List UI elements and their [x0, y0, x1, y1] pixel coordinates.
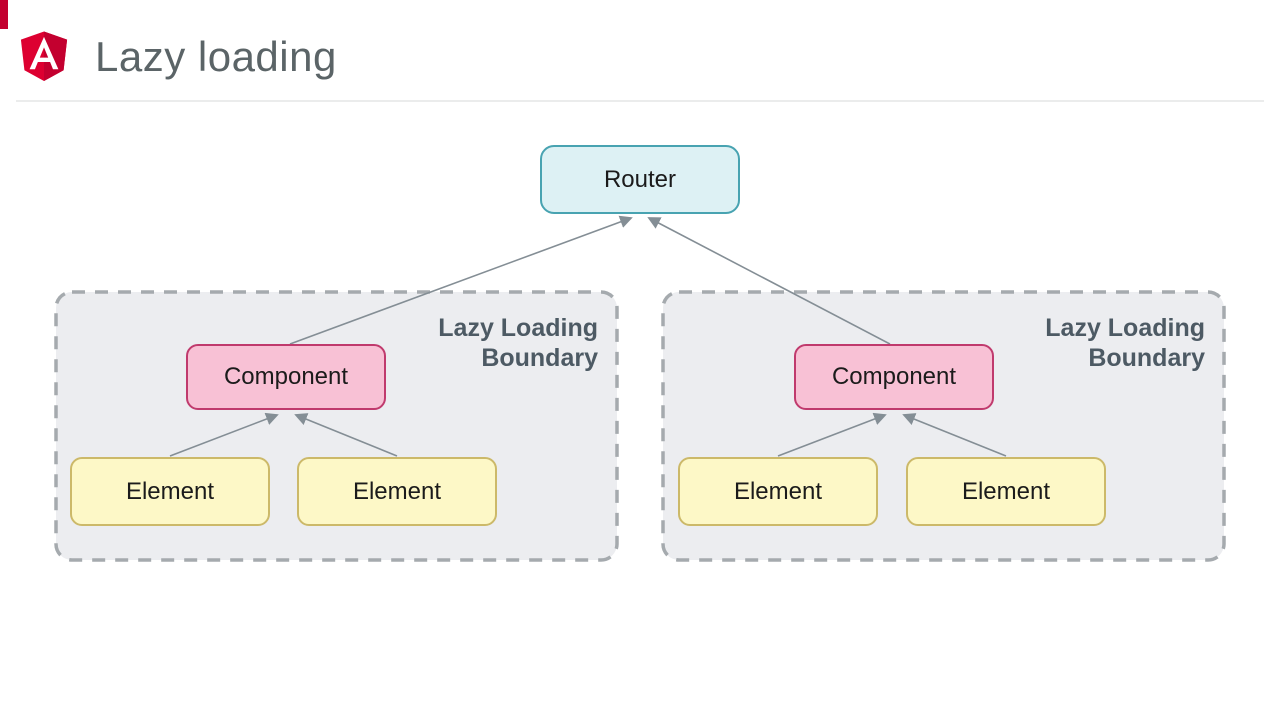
- lazy-boundary-left-label: Lazy Loading Boundary: [438, 314, 598, 372]
- element-node-right-1: Element: [678, 457, 878, 526]
- component-label: Component: [223, 363, 349, 390]
- angular-logo-icon: [20, 31, 68, 82]
- element-node-left-2: Element: [297, 457, 497, 526]
- router-node: Router: [540, 145, 740, 214]
- screen-edge-red-mark: [0, 0, 8, 29]
- connector-left-element1-to-component: [169, 412, 279, 457]
- component-label: Component: [831, 363, 957, 390]
- connector-right-element2-to-component: [902, 413, 1007, 457]
- element-label: Element: [961, 477, 1051, 505]
- element-label: Element: [733, 477, 823, 505]
- router-label: Router: [603, 165, 677, 193]
- lazy-boundary-right-label: Lazy Loading Boundary: [1045, 314, 1205, 372]
- component-node-right: Component: [794, 344, 994, 410]
- element-label: Element: [352, 477, 442, 505]
- element-label: Element: [125, 477, 215, 505]
- angular-shield-right: [44, 31, 68, 82]
- page-title: Lazy loading: [95, 33, 337, 80]
- connector-right-element1-to-component: [777, 412, 887, 457]
- header-divider: [16, 100, 1264, 102]
- component-node-left: Component: [186, 344, 386, 410]
- angular-letter-a: [29, 36, 59, 70]
- connector-left-element2-to-component: [294, 413, 398, 457]
- connector-left-component-to-router: [289, 215, 633, 345]
- element-node-left-1: Element: [70, 457, 270, 526]
- element-node-right-2: Element: [906, 457, 1106, 526]
- connector-right-component-to-router: [647, 217, 891, 345]
